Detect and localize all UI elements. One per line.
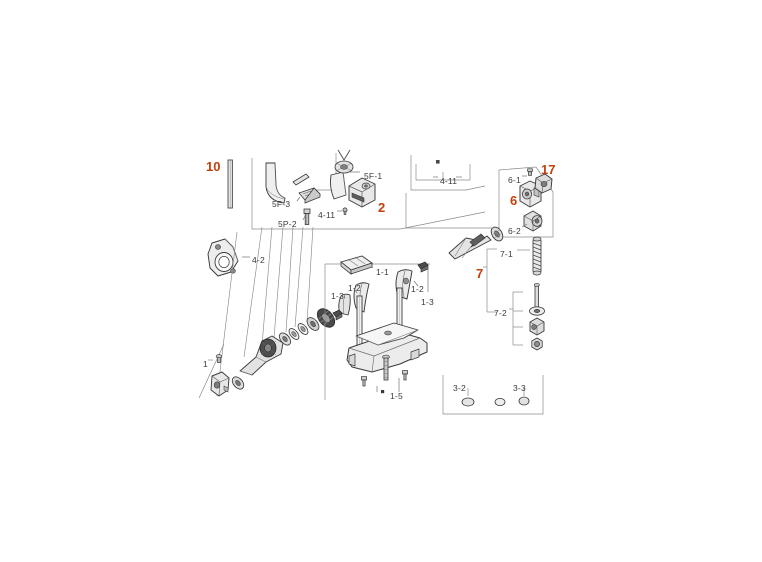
part-10-rod: [227, 159, 233, 209]
label-1-1: 1-1: [376, 267, 389, 277]
label-6-1: 6-1: [508, 175, 521, 185]
part-bottom-screw-right: [402, 370, 408, 381]
part-5f-1-cover: [329, 171, 347, 200]
leaders-group-1: [343, 266, 429, 392]
callout-2: 2: [378, 200, 386, 215]
part-spindle: [239, 335, 284, 376]
part-17-clamp: [534, 173, 553, 194]
part-bearing-c: [306, 317, 320, 331]
label-4-11-upper: 4-11: [440, 176, 458, 186]
part-4-2-yoke: [207, 238, 239, 277]
part-5f-3-pedal: [265, 162, 286, 204]
label-7-1: 7-1: [500, 249, 513, 259]
callout-7: 7: [476, 266, 484, 281]
label-7-2: 7-2: [494, 308, 507, 318]
callout-17: 17: [541, 162, 556, 177]
part-6-hub: [519, 180, 542, 208]
part-1-3-pad-left: [338, 293, 351, 316]
part-bearing-large: [316, 308, 336, 328]
label-5p-2: 5P-2: [278, 219, 297, 229]
part-7-2-nut-block: [529, 317, 545, 336]
group-3-box: [442, 375, 544, 415]
label-4-11-lower: 4-11: [318, 210, 336, 220]
label-5f-3: 5F-3: [272, 199, 291, 209]
part-spacer-a: [288, 328, 300, 340]
part-bottom-screw-left: [361, 376, 367, 387]
label-1: 1: [203, 359, 208, 369]
part-6-1-fastener: [527, 168, 533, 176]
part-1-bracket: [210, 371, 230, 397]
part-1-fastener: [215, 354, 223, 363]
part-pin-small: [292, 173, 310, 186]
part-top-cutoff: [334, 149, 354, 174]
part-bearing-a: [231, 376, 245, 390]
part-1-base-plate: [346, 322, 428, 373]
leaders-group-6: [521, 175, 528, 228]
label-1-2-right: 1-2: [411, 284, 424, 294]
label-6-2: 6-2: [508, 226, 521, 236]
label-1-5: 1-5: [390, 391, 403, 401]
part-drive-shaft: [448, 233, 492, 260]
group-7-brackets: [483, 248, 530, 346]
part-1-1-plate: [340, 255, 373, 275]
part-5p-2-bolt: [303, 208, 311, 225]
part-bottom-dot: [381, 390, 385, 394]
leaders-shaft-stack: [216, 226, 314, 397]
part-bearing-b: [278, 332, 292, 346]
label-3-2: 3-2: [453, 383, 466, 393]
part-1-3-fastener-left: [332, 309, 343, 321]
part-5f-3-plate: [298, 187, 321, 204]
part-6-2-roller: [523, 210, 543, 232]
label-1-2-left: 1-2: [348, 283, 361, 293]
group-1-box: [198, 343, 225, 399]
part-7-1-spring: [532, 236, 542, 276]
part-4-11-fastener-lower: [342, 207, 348, 215]
part-3-2: [461, 397, 475, 407]
label-1-3-left: 1-3: [331, 291, 344, 301]
label-1-3-right: 1-3: [421, 297, 434, 307]
part-1-3-fastener-right: [417, 261, 429, 273]
group-6-box: [498, 166, 554, 238]
callout-6: 6: [510, 193, 518, 208]
part-7-2-cap-nut: [531, 337, 543, 351]
part-5f-1-housing: [348, 177, 376, 208]
part-spacer-b: [297, 323, 309, 335]
leaders-5f: [296, 171, 360, 221]
group-4-11-bracket: [410, 155, 486, 191]
part-4-11-fastener-upper: [436, 160, 440, 164]
part-7-2-washer: [529, 306, 545, 316]
part-3-3: [494, 396, 530, 406]
part-1-5-bolt: [382, 354, 390, 381]
part-shaft-bearing: [490, 226, 504, 242]
label-5f-1: 5F-1: [364, 171, 383, 181]
callout-10: 10: [206, 159, 221, 174]
label-4-2: 4-2: [252, 255, 265, 265]
label-3-3: 3-3: [513, 383, 526, 393]
leaders-shaft: [405, 193, 493, 229]
